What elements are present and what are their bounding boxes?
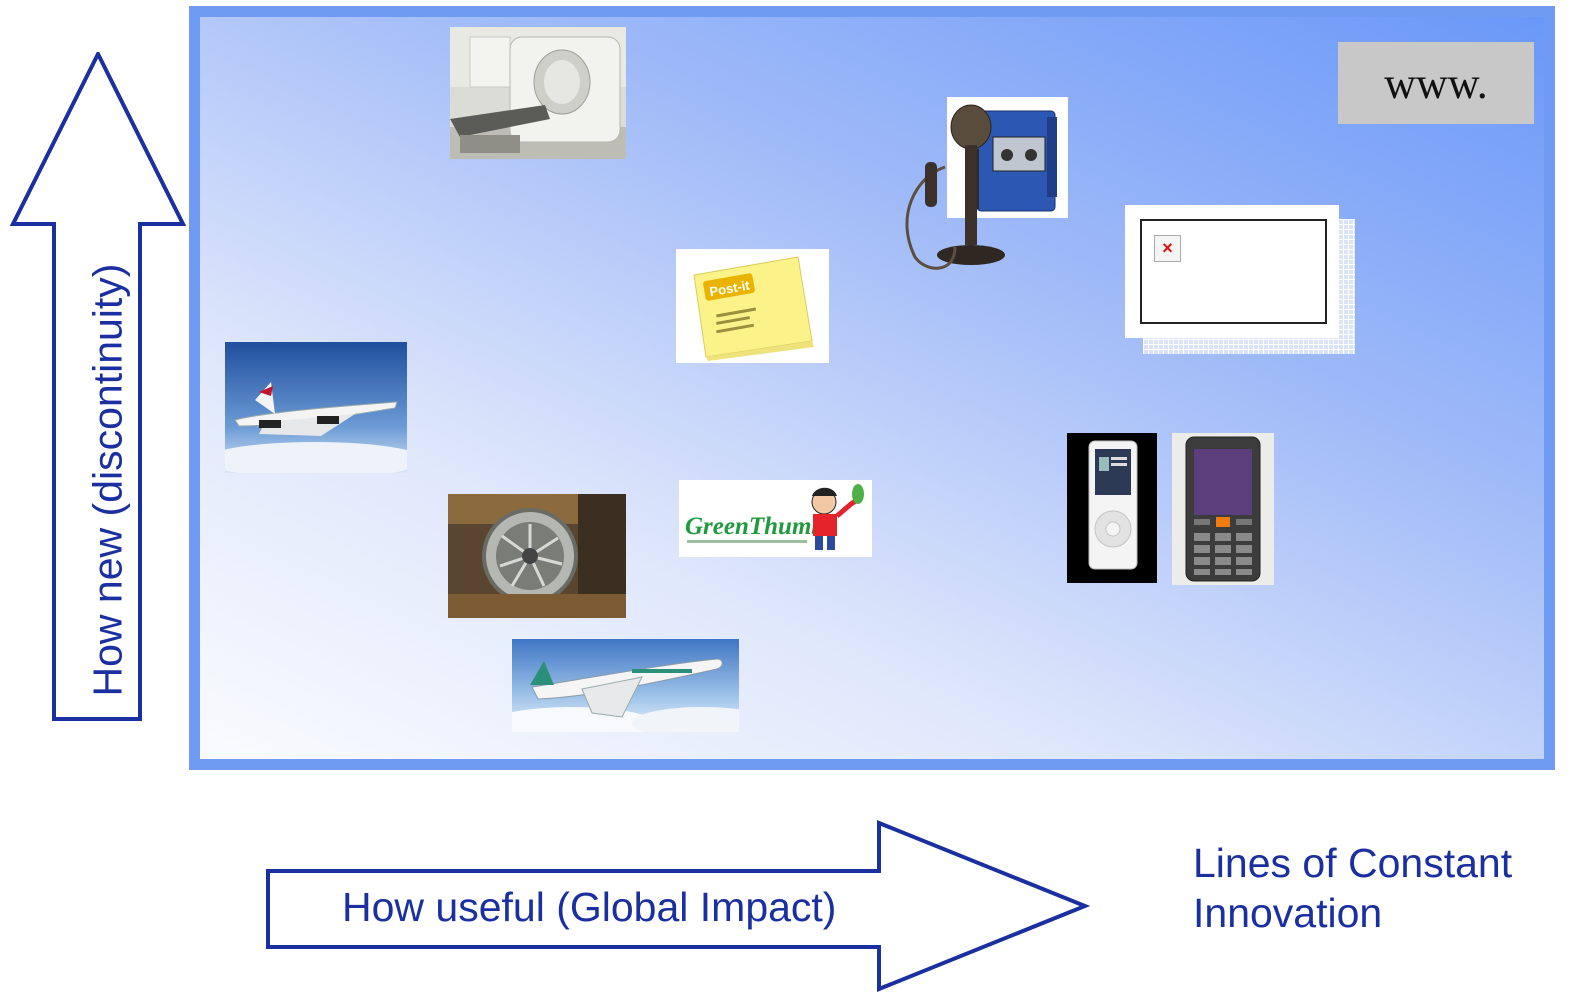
x-axis-arrow: How useful (Global Impact) <box>265 820 1090 992</box>
innovation-map-panel <box>189 6 1555 770</box>
jet-engine-photo <box>448 494 626 618</box>
greenthumb-logo: GreenThumb <box>679 480 872 557</box>
lines-of-constant-innovation-label: Lines of Constant Innovation <box>1193 838 1512 938</box>
ipod-photo <box>1067 433 1157 583</box>
y-axis-label: How new (discontinuity) <box>84 263 131 697</box>
post-it-notes-photo: Post-it <box>676 249 829 363</box>
greenthumb-logo-text: GreenThumb <box>685 513 824 540</box>
www-label-box: www. <box>1338 42 1534 124</box>
jumbo-jet-photo <box>512 639 739 732</box>
broken-image-placeholder: × <box>1125 205 1339 338</box>
broken-image-icon: × <box>1154 235 1181 262</box>
ct-scanner-photo <box>450 27 626 159</box>
concorde-photo <box>225 342 407 473</box>
telephone-walkman-photo <box>885 97 1068 275</box>
x-axis-label: How useful (Global Impact) <box>342 884 837 930</box>
mobile-phone-photo <box>1172 433 1274 585</box>
broken-image-frame: × <box>1140 219 1327 324</box>
lines-label-line-2: Innovation <box>1193 890 1383 936</box>
postit-logo-text: Post-it <box>708 277 751 299</box>
y-axis-arrow: How new (discontinuity) <box>10 52 186 722</box>
lines-label-line-1: Lines of Constant <box>1193 840 1513 886</box>
www-label: www. <box>1384 58 1488 108</box>
